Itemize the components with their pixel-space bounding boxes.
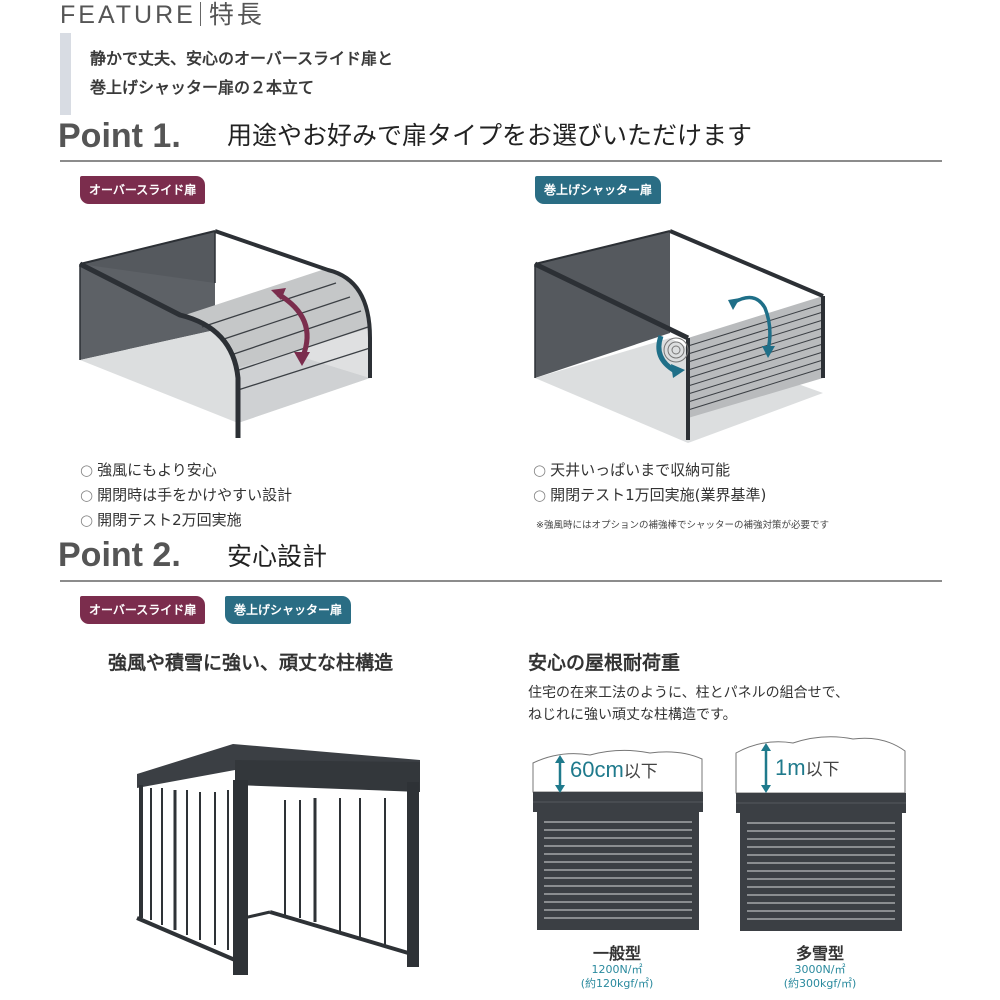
point1-label: Point 1. — [58, 117, 181, 155]
feature-title-en: FEATURE — [60, 1, 196, 29]
shutter-badge: 巻上げシャッター扉 — [535, 176, 662, 204]
intro-line-2: 巻上げシャッター扉の２本立て — [90, 78, 315, 97]
snow-load-general-diagram: 60cm以下 — [530, 745, 705, 930]
roof-load-description: 住宅の在来工法のように、柱とパネルの組合せで、 ねじれに強い頑丈な柱構造です。 — [528, 685, 850, 723]
type-name-general: 一般型 — [592, 944, 641, 963]
circle-bullet-icon: ○ — [533, 461, 547, 479]
list-item: ○開閉時は手をかけやすい設計 — [80, 486, 293, 504]
snow-depth-label: 60cm以下 — [570, 757, 658, 782]
feature-title: FEATURE 特長 — [60, 0, 265, 30]
shutter-feature-list: ○天井いっぱいまで収納可能 ○開閉テスト1万回実施(業界基準) — [533, 458, 766, 508]
shutter-note: ※強風時にはオプションの補強棒でシャッターの補強対策が必要です — [536, 520, 829, 531]
roll-shutter-door-illustration — [533, 229, 825, 443]
list-item: ○開閉テスト1万回実施(業界基準) — [533, 486, 767, 504]
snow-depth-label: 1m以下 — [775, 755, 840, 780]
list-item: ○強風にもより安心 — [80, 461, 217, 479]
roof-load-heading: 安心の屋根耐荷重 — [528, 652, 681, 674]
circle-bullet-icon: ○ — [533, 486, 547, 504]
snow-shutter-illustration — [532, 749, 703, 930]
load-value-heavy-snow: 3000N/㎡ — [794, 963, 846, 976]
circle-bullet-icon: ○ — [80, 511, 94, 529]
point2-title: 安心設計 — [227, 542, 328, 571]
list-item: ○天井いっぱいまで収納可能 — [533, 461, 731, 479]
intro-text: 静かで丈夫、安心のオーバースライド扉と 巻上げシャッター扉の２本立て — [90, 44, 393, 102]
overslide-badge: オーバースライド扉 — [80, 176, 206, 204]
point2-divider — [60, 580, 942, 582]
garage-frame-structure — [136, 744, 420, 975]
structure-heading: 強風や積雪に強い、頑丈な柱構造 — [108, 652, 394, 674]
circle-bullet-icon: ○ — [80, 461, 94, 479]
load-value-general: 1200N/㎡ — [591, 963, 643, 976]
point2-label: Point 2. — [58, 536, 181, 574]
circle-bullet-icon: ○ — [80, 486, 94, 504]
point1-divider — [60, 160, 942, 162]
overslide-badge-2: オーバースライド扉 — [80, 596, 206, 624]
snow-load-heavy-diagram: 1m以下 — [733, 733, 908, 933]
list-item: ○開閉テスト2万回実施 — [80, 511, 242, 529]
point1-title: 用途やお好みで扉タイプをお選びいただけます — [227, 121, 753, 150]
load-kgf-general: (約120kgf/㎡) — [580, 977, 654, 990]
overslide-door-illustration — [78, 229, 372, 438]
type-name-heavy-snow: 多雪型 — [795, 944, 844, 963]
title-separator — [199, 2, 201, 26]
snow-shutter-illustration — [735, 736, 906, 931]
intro-line-1: 静かで丈夫、安心のオーバースライド扉と — [90, 49, 394, 68]
intro-accent-bar — [60, 33, 71, 115]
shutter-badge-2: 巻上げシャッター扉 — [225, 596, 352, 624]
load-kgf-heavy-snow: (約300kgf/㎡) — [783, 977, 857, 990]
feature-title-ja: 特長 — [208, 1, 265, 29]
overslide-feature-list: ○強風にもより安心 ○開閉時は手をかけやすい設計 ○開閉テスト2万回実施 — [80, 458, 292, 533]
